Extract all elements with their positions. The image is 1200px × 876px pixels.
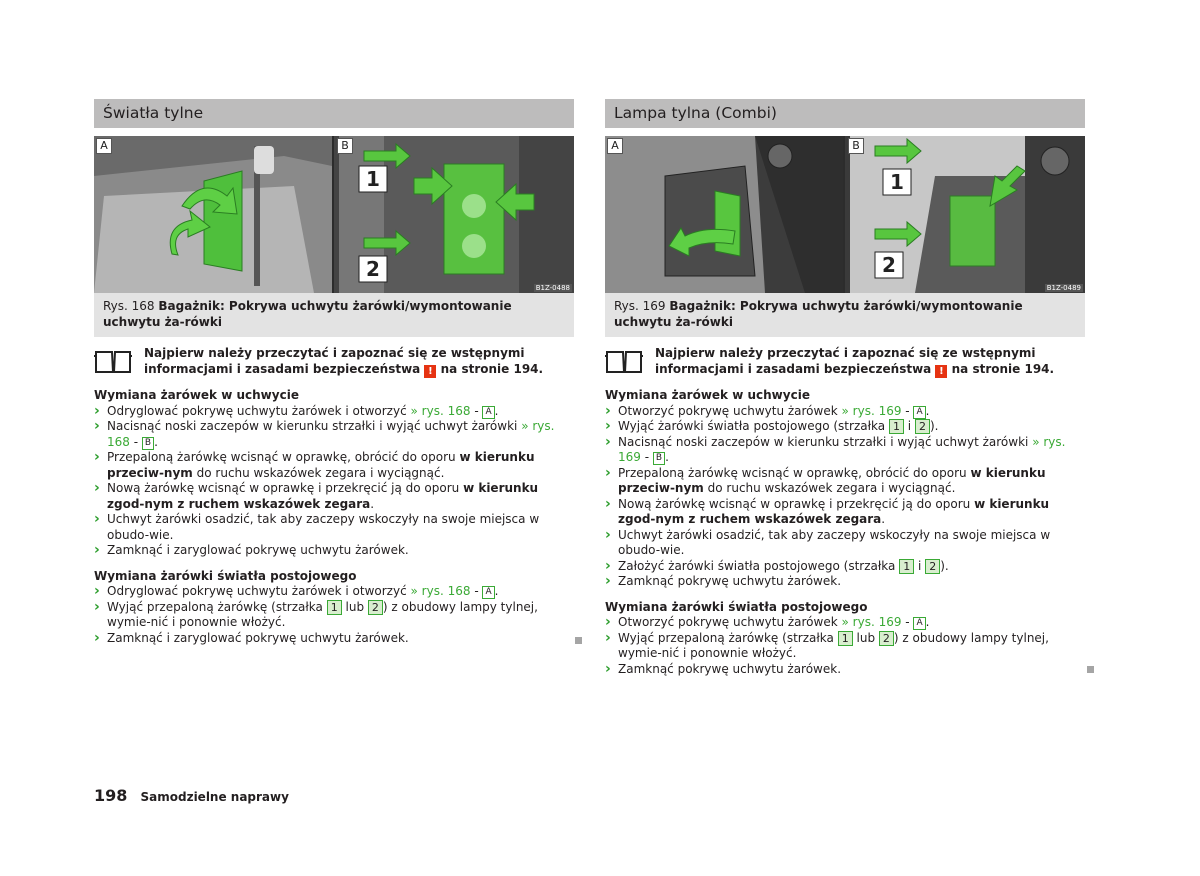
step: Odryglować pokrywę uchwytu żarówek i otw… <box>94 584 574 600</box>
steps-bulb-holder: Odryglować pokrywę uchwytu żarówek i otw… <box>94 404 574 559</box>
subheading-parking-light: Wymiana żarówki światła postojowego <box>94 568 357 583</box>
end-mark-icon <box>575 637 582 644</box>
panel-label-b: B <box>337 138 353 154</box>
svg-text:2: 2 <box>882 253 896 277</box>
caption-text: Bagażnik: Pokrywa uchwytu żarówki/wymont… <box>614 299 1023 329</box>
step: Przepaloną żarówkę wcisnąć w oprawkę, ob… <box>94 450 574 481</box>
step: Wyjąć przepaloną żarówkę (strzałka 1 lub… <box>94 599 574 631</box>
steps-parking-light: Odryglować pokrywę uchwytu żarówek i otw… <box>94 584 574 646</box>
note-page-ref: na stronie 194. <box>951 361 1055 376</box>
step: Otworzyć pokrywę uchwytu żarówek » rys. … <box>605 615 1085 631</box>
figure-link[interactable]: » rys. 168 <box>107 419 555 449</box>
panel-ref-box: B <box>141 436 155 450</box>
subheading-parking-light: Wymiana żarówki światła postojowego <box>605 599 868 614</box>
steps-parking-light: Otworzyć pokrywę uchwytu żarówek » rys. … <box>605 615 1085 677</box>
arrow-number-box: 2 <box>878 630 894 646</box>
figure-link[interactable]: » rys. 169 <box>841 615 902 629</box>
svg-text:2: 2 <box>366 257 380 281</box>
subheading-bulb-holder: Wymiana żarówek w uchwycie <box>94 388 299 402</box>
section-heading: Lampa tylna (Combi) <box>605 99 1085 128</box>
book-icon <box>605 351 643 373</box>
section-heading: Światła tylne <box>94 99 574 128</box>
note-page-ref: na stronie 194. <box>440 361 544 376</box>
figure-illustration: 1 2 <box>605 136 1085 293</box>
step: Nową żarówkę wcisnąć w oprawkę i przekrę… <box>605 497 1085 528</box>
subheading-bulb-holder: Wymiana żarówek w uchwycie <box>605 388 810 402</box>
caption-label: Rys. 169 <box>614 299 666 313</box>
section-rear-lamp-combi: Lampa tylna (Combi) 1 2 A B B1Z-0489 <box>605 99 1085 677</box>
figure-caption: Rys. 169 Bagażnik: Pokrywa uchwytu żarów… <box>605 293 1085 337</box>
figure-169: 1 2 A B B1Z-0489 <box>605 136 1085 293</box>
read-first-note: Najpierw należy przeczytać i zapoznać si… <box>94 346 574 378</box>
caption-label: Rys. 168 <box>103 299 155 313</box>
panel-ref-box: A <box>913 405 926 419</box>
caption-text: Bagażnik: Pokrywa uchwytu żarówki/wymont… <box>103 299 512 329</box>
step: Założyć żarówki światła postojowego (str… <box>605 558 1085 575</box>
figure-168: 1 2 A B B1Z-0488 <box>94 136 574 293</box>
figure-link[interactable]: » rys. 169 <box>841 403 902 418</box>
panel-ref-box: A <box>913 617 926 630</box>
panel-label-a: A <box>607 138 623 154</box>
book-icon <box>94 351 132 373</box>
end-mark-icon <box>1087 666 1094 673</box>
steps-bulb-holder: Otworzyć pokrywę uchwytu żarówek » rys. … <box>605 404 1085 590</box>
note-text: Najpierw należy przeczytać i zapoznać si… <box>655 346 1036 376</box>
figure-code: B1Z-0489 <box>1044 284 1083 292</box>
step: Odryglować pokrywę uchwytu żarówek i otw… <box>94 404 574 420</box>
step: Zamknąć pokrywę uchwytu żarówek. <box>605 574 1085 590</box>
panel-ref-box: B <box>652 452 666 465</box>
step: Wyjąć przepaloną żarówkę (strzałka 1 lub… <box>605 630 1085 662</box>
step: Otworzyć pokrywę uchwytu żarówek » rys. … <box>605 404 1085 420</box>
arrow-number-box: 2 <box>367 599 383 615</box>
arrow-number-box: 1 <box>326 599 342 615</box>
step: Zamknąć i zaryglować pokrywę uchwytu żar… <box>94 543 574 559</box>
figure-link[interactable]: » rys. 168 <box>410 584 471 598</box>
step: Uchwyt żarówki osadzić, tak aby zaczepy … <box>94 512 574 543</box>
figure-link[interactable]: » rys. 168 <box>410 403 471 418</box>
panel-label-b: B <box>848 138 864 154</box>
panel-label-a: A <box>96 138 112 154</box>
read-first-note: Najpierw należy przeczytać i zapoznać si… <box>605 346 1085 378</box>
note-text: Najpierw należy przeczytać i zapoznać si… <box>144 346 525 376</box>
figure-link[interactable]: » rys. 169 <box>618 434 1066 465</box>
arrow-number-box: 1 <box>899 558 915 574</box>
figure-code: B1Z-0488 <box>533 284 572 292</box>
step: Nową żarówkę wcisnąć w oprawkę i przekrę… <box>94 481 574 512</box>
svg-text:1: 1 <box>366 167 380 191</box>
panel-ref-box: A <box>482 586 495 599</box>
warning-icon: ! <box>935 364 948 378</box>
panel-ref-box: A <box>482 405 495 419</box>
step: Zamknąć pokrywę uchwytu żarówek. <box>605 662 1085 678</box>
step: Wyjąć żarówki światła postojowego (strza… <box>605 419 1085 435</box>
section-rear-lights: Światła tylne 1 2 A <box>94 99 574 646</box>
arrow-number-box: 2 <box>925 558 941 574</box>
arrow-number-box: 1 <box>837 630 853 646</box>
page-number: 198 <box>94 786 128 805</box>
figure-illustration: 1 2 <box>94 136 574 293</box>
page-footer: 198 Samodzielne naprawy <box>94 786 289 805</box>
chapter-title: Samodzielne naprawy <box>140 790 289 804</box>
svg-text:1: 1 <box>890 170 904 194</box>
arrow-number-box: 2 <box>914 419 930 434</box>
step: Uchwyt żarówki osadzić, tak aby zaczepy … <box>605 528 1085 559</box>
step: Przepaloną żarówkę wcisnąć w oprawkę, ob… <box>605 466 1085 497</box>
figure-caption: Rys. 168 Bagażnik: Pokrywa uchwytu żarów… <box>94 293 574 337</box>
step: Nacisnąć noski zaczepów w kierunku strza… <box>94 419 574 450</box>
step: Nacisnąć noski zaczepów w kierunku strza… <box>605 435 1085 466</box>
step: Zamknąć i zaryglować pokrywę uchwytu żar… <box>94 631 574 647</box>
warning-icon: ! <box>424 364 437 378</box>
arrow-number-box: 1 <box>888 419 904 434</box>
